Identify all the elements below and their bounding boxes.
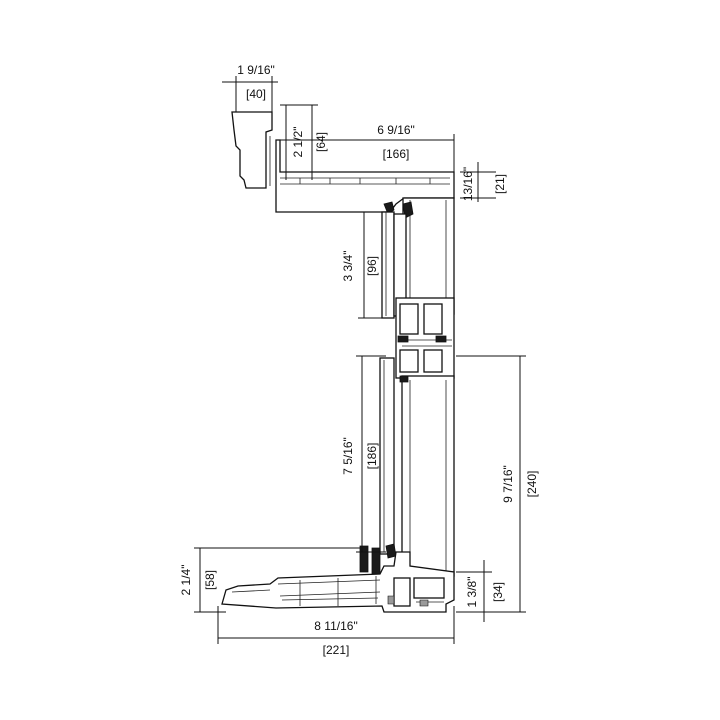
head-profile [231, 111, 455, 315]
upper-sash-metric: [96] [365, 256, 379, 276]
overall-height-imperial: 9 7/16" [501, 465, 515, 503]
sill-depth-imperial: 8 11/16" [314, 619, 357, 633]
sill-height-imperial: 2 1/4" [179, 565, 193, 596]
lower-sash-metric: [186] [365, 443, 379, 470]
sill-profile [221, 545, 455, 613]
sill-depth-metric: [221] [323, 643, 350, 657]
head-height-imperial: 2 1/2" [291, 127, 305, 158]
head-width-metric: [40] [246, 87, 266, 101]
lower-sash-imperial: 7 5/16" [341, 437, 355, 475]
meeting-rail [395, 297, 455, 379]
upper-sash-imperial: 3 3/4" [341, 251, 355, 282]
sill-lip-metric: [34] [491, 582, 505, 602]
head-height-metric: [64] [314, 132, 328, 152]
dimension-lines [194, 76, 526, 644]
head-lip-imperial: 13/16" [461, 167, 475, 201]
lower-sash-profile [379, 357, 455, 577]
frame-depth-metric: [166] [383, 147, 410, 161]
head-lip-metric: [21] [493, 174, 507, 194]
overall-height-metric: [240] [525, 471, 539, 498]
frame-depth-imperial: 6 9/16" [377, 123, 415, 137]
sill-lip-imperial: 1 3/8" [465, 577, 479, 608]
head-width-imperial: 1 9/16" [237, 63, 275, 77]
sill-height-metric: [58] [203, 570, 217, 590]
